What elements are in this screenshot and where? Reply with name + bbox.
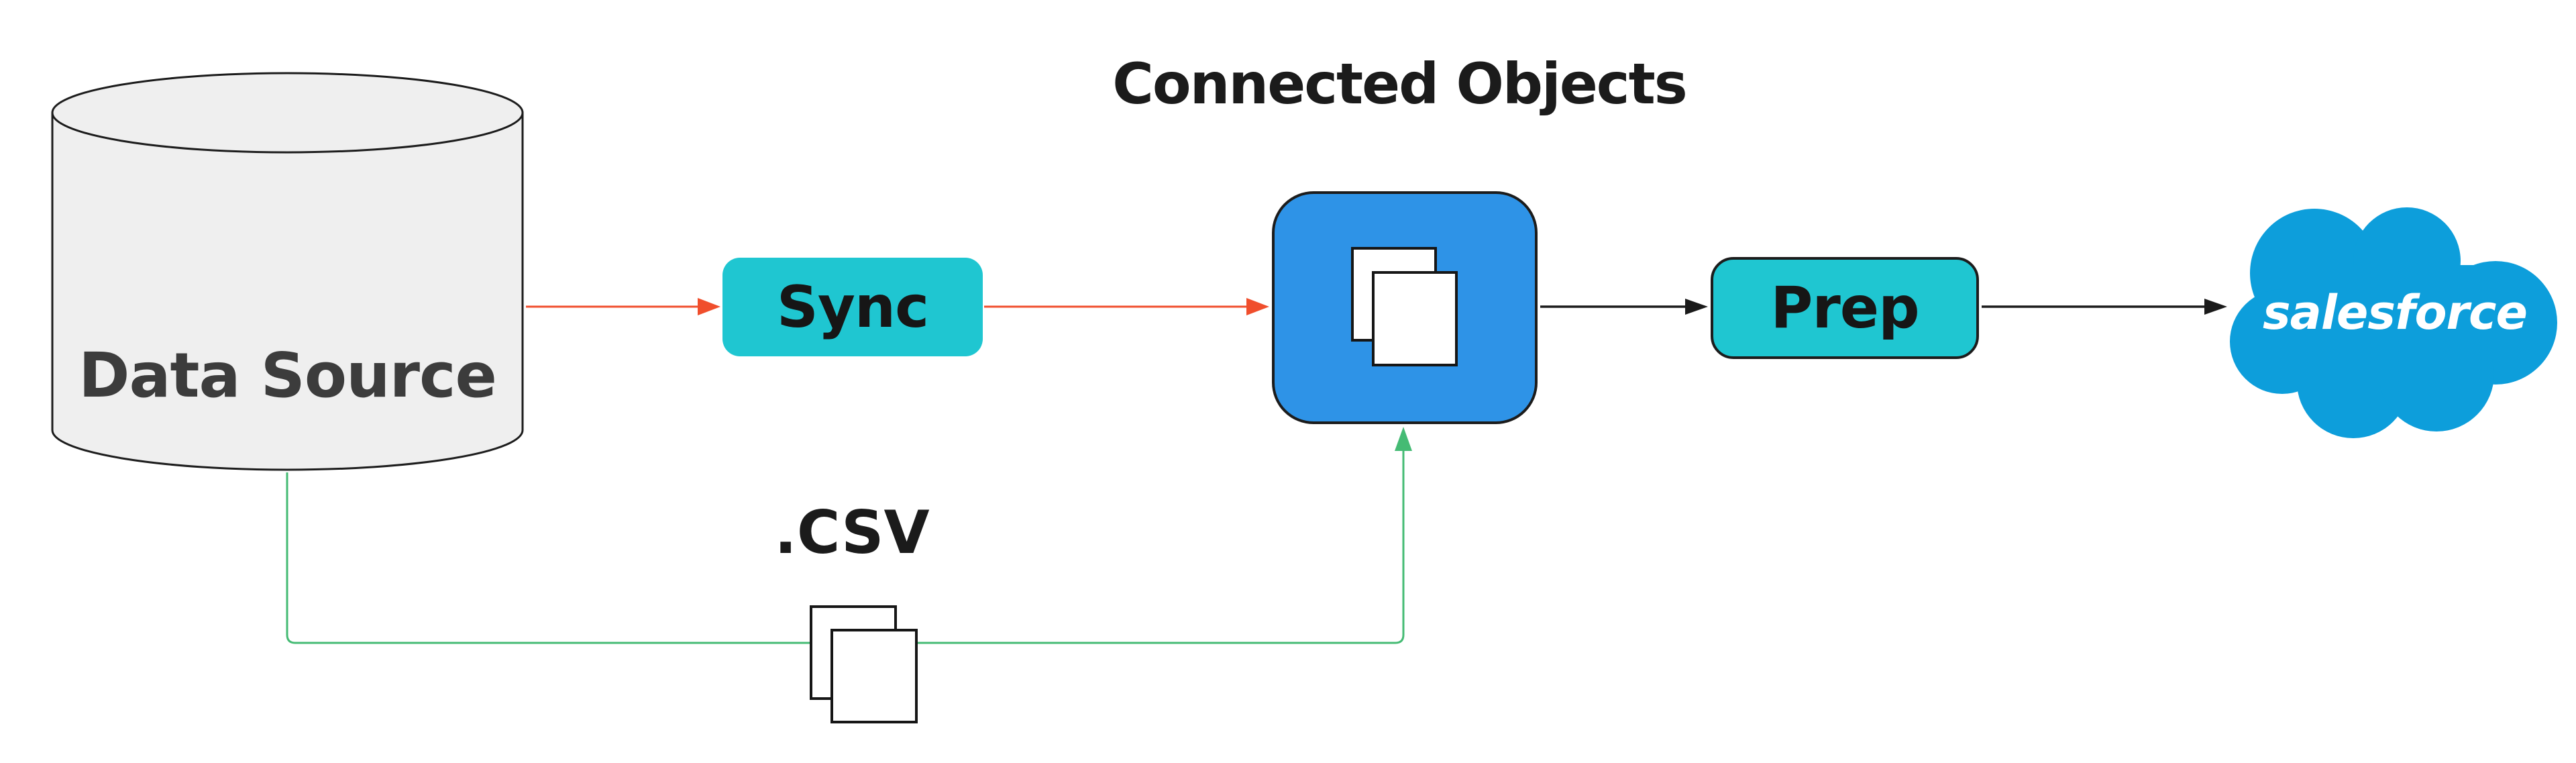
arrowhead-green-icon [1395,427,1412,451]
salesforce-logo[interactable]: salesforce [2227,191,2563,446]
arrowhead-red-icon [698,298,720,315]
prep-label: Prep [1770,274,1919,342]
csv-label: .CSV [774,498,930,567]
arrowhead-red-icon [1246,298,1269,315]
copy-documents-icon [1372,271,1458,366]
arrowhead-black-icon [2204,299,2227,315]
salesforce-wordmark: salesforce [2262,285,2528,340]
salesforce-cloud-icon [2230,207,2557,438]
connected-objects-node[interactable] [1272,191,1538,424]
sync-label: Sync [776,273,929,341]
document-icon [830,629,918,723]
csv-documents-icon [810,605,920,726]
data-source-node[interactable]: Data Source [50,71,525,472]
diagram-title: Connected Objects [1112,51,1687,117]
arrowhead-black-icon [1685,299,1708,315]
data-source-label: Data Source [78,340,497,411]
sync-button[interactable]: Sync [722,258,983,356]
database-cylinder-icon [51,72,524,471]
prep-button[interactable]: Prep [1711,257,1979,359]
